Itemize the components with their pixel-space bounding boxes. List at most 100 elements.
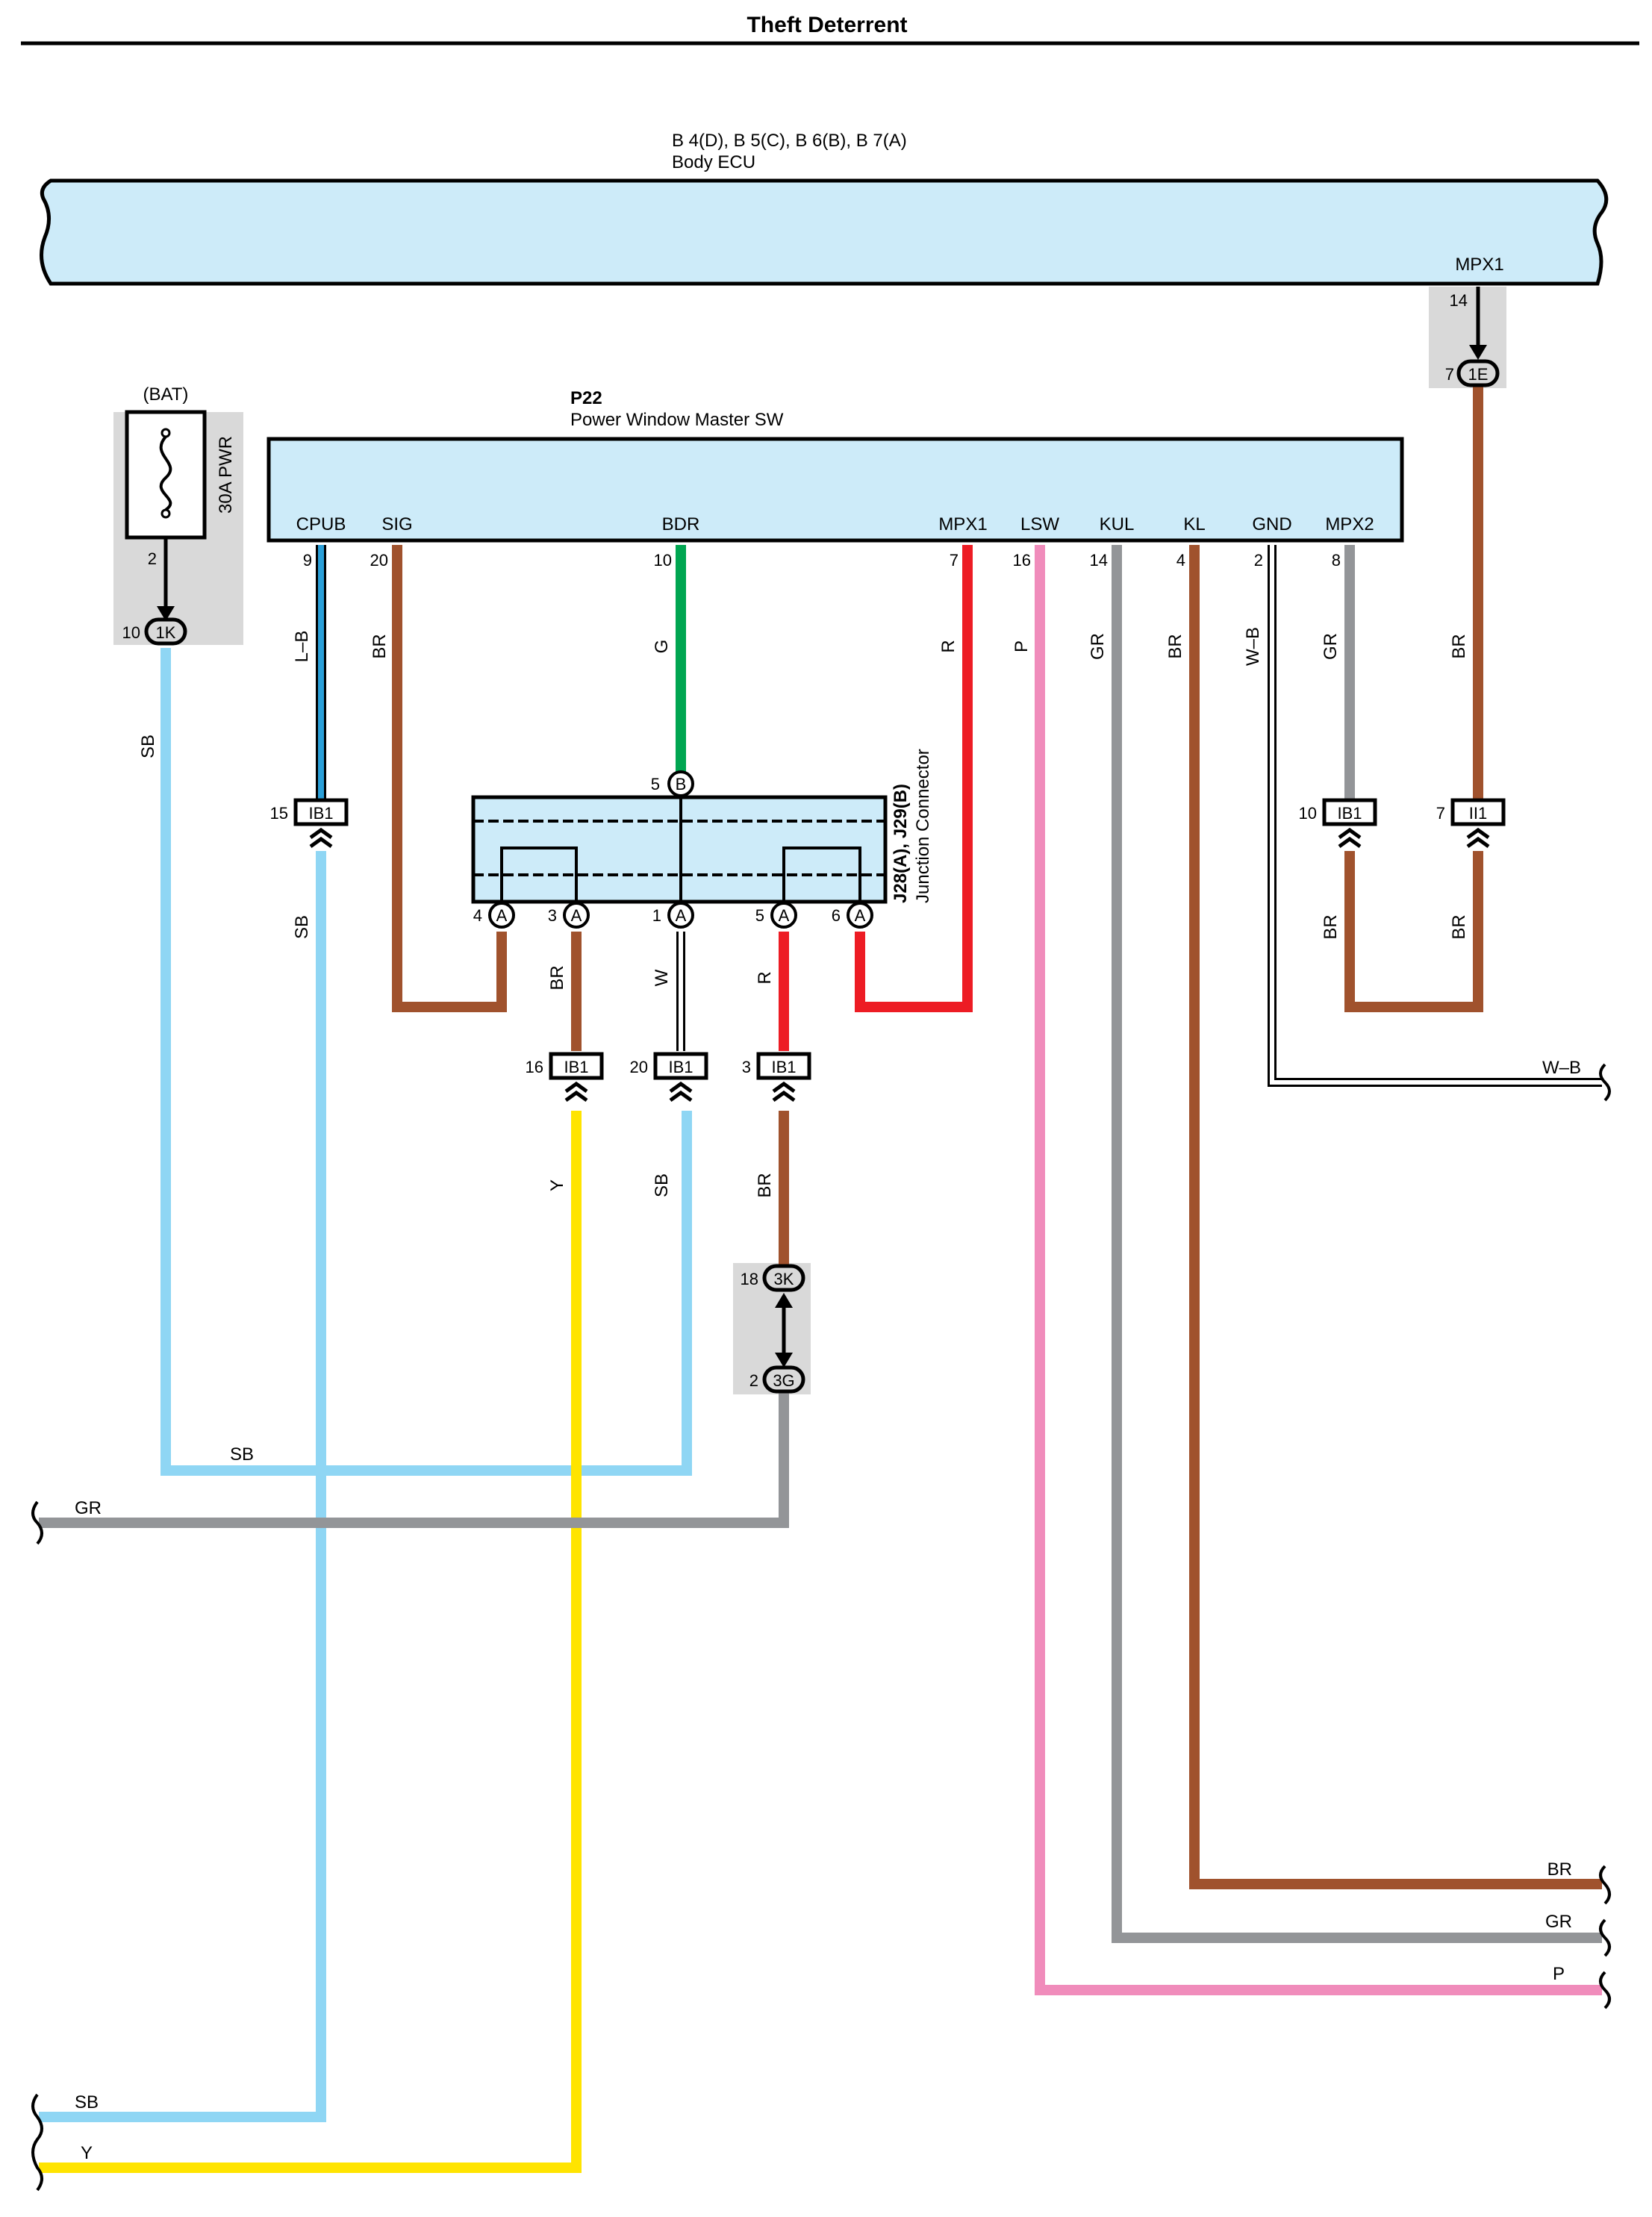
wire-wb-gnd-inner [1270,545,1602,1085]
pin-label-bdr: BDR [662,514,700,534]
fuse-pin: 2 [148,549,157,568]
pin-num-mpx2: 8 [1332,551,1341,570]
wire-label-ib20-sb: SB [652,1173,672,1197]
connector-1e-id: 1E [1468,365,1489,384]
body-ecu-box [40,178,1609,286]
wire-p-lsw [1035,545,1602,1995]
wire-label-fuse-sb: SB [138,735,158,758]
connector-3g-num: 2 [749,1371,758,1390]
connector-id: IB1 [564,1058,588,1076]
wire-label-j3-br: BR [547,965,567,990]
connector-num: 16 [526,1058,543,1076]
pin-num-cpub: 9 [303,551,312,570]
wire-labels: SB L–B SB BR G R P GR BR W–B GR BR BR BR… [138,627,1469,1465]
connector-ii1-7: II1 7 [1436,798,1506,846]
chevron-icon [1468,830,1489,846]
connector-3k-3g: 3K 18 3G 2 [741,1264,805,1394]
chevron-icon [1339,830,1360,846]
connector-ib1-16: IB1 16 [526,1052,604,1100]
pin-label-cpub: CPUB [296,514,346,534]
connector-id: II1 [1469,804,1487,823]
pw-switch-name: Power Window Master SW [570,410,784,430]
connector-num: 3 [742,1058,751,1076]
pin-label-mpx1: MPX1 [938,514,987,534]
connector-id: IB1 [1337,804,1362,823]
edge-label-gr-right: GR [1545,1912,1572,1932]
junction-name: Junction Connector [913,749,933,903]
connector-num: 10 [1299,804,1317,823]
edge-label-y-left: Y [81,2143,93,2163]
connector-id: IB1 [668,1058,693,1076]
connector-num: 7 [1436,804,1445,823]
pin-label-kl: KL [1183,514,1205,534]
chevron-icon [773,1084,794,1100]
arrow-down-icon [775,1353,793,1368]
wire-br-kl [1189,545,1602,1889]
wire-label-kul-gr: GR [1088,633,1108,660]
connector-box [549,1052,604,1080]
junction-pin-a4 [488,902,515,929]
pin-label-gnd: GND [1252,514,1291,534]
junction-pin-b-num: 5 [651,775,660,793]
connector-box [756,1052,811,1080]
wire-y [39,1111,582,2173]
wire-label-lsw-p: P [1012,640,1032,652]
power-window-master-switch: P22 Power Window Master SW CPUB SIG BDR … [266,388,1404,570]
break-mark-icon [31,1500,43,1545]
connector-3g-id: 3G [773,1371,794,1390]
fuse-source: (BAT) [143,384,189,405]
junction-bridge-right [782,846,861,902]
edge-label-wb: W–B [1542,1058,1581,1078]
connector-ib1-10: IB1 10 [1299,798,1377,846]
edge-label-sb-left: SB [75,2092,99,2112]
junction-pin-a1-num: 1 [652,906,661,925]
wire-gr-kul [1112,545,1602,1943]
connector-1e-body [1456,359,1500,387]
junction-pin-a6 [847,902,873,929]
body-ecu-ref: B 4(D), B 5(C), B 6(B), B 7(A) [672,131,907,151]
wire-label-mpx1-r: R [938,640,959,652]
wire-r-mpx1 [855,545,973,1012]
wire-sb-cpub [39,851,326,2122]
pin-num-sig: 20 [370,551,388,570]
connector-num: 15 [270,804,288,823]
wire-label-j1-w: W [652,969,672,986]
body-ecu-name: Body ECU [672,152,755,172]
wire-label-cpub-sb: SB [292,915,312,939]
wire-label-ecu-br2: BR [1449,914,1469,939]
pin-num-bdr: 10 [654,551,672,570]
connector-3k-id: 3K [774,1270,794,1288]
junction-pin-b-id: B [676,775,687,793]
connector-id: IB1 [308,804,333,823]
body-ecu-pin-num: 14 [1450,291,1468,310]
junction-pin-a1 [667,902,694,929]
chevron-icon [311,830,331,846]
pin-num-kul: 14 [1090,551,1108,570]
pin-num-lsw: 16 [1013,551,1031,570]
fuse-name: 30A PWR [216,436,236,514]
edge-label-br-right: BR [1547,1859,1572,1880]
wire-label-ib16-y: Y [547,1179,567,1191]
junction-pin-a4-id: A [496,906,508,925]
wire-label-j5-r: R [755,971,775,984]
break-mark-icon [31,2093,43,2192]
connector-num: 20 [630,1058,648,1076]
wire-label-ecu-br: BR [1449,634,1469,658]
pin-label-kul: KUL [1100,514,1135,534]
pin-num-mpx1: 7 [950,551,959,570]
edge-label-gr-left: GR [75,1498,102,1518]
junction-pin-a1-id: A [676,906,687,925]
junction-pin-a3-num: 3 [548,906,557,925]
junction-pin-a3 [563,902,590,929]
wire-label-ib3-br: BR [755,1173,775,1197]
fuse-terminal-top [160,428,171,438]
body-ecu-pin-label: MPX1 [1455,255,1503,275]
connector-box [653,1052,708,1080]
pin-label-lsw: LSW [1020,514,1059,534]
edge-label-p-right: P [1553,1964,1565,1984]
wire-label-kl-br: BR [1165,634,1185,658]
wire-br-sig [392,545,507,1012]
junction-ref: J28(A), J29(B) [891,784,911,903]
wire-label-mpx2-br: BR [1321,914,1341,939]
